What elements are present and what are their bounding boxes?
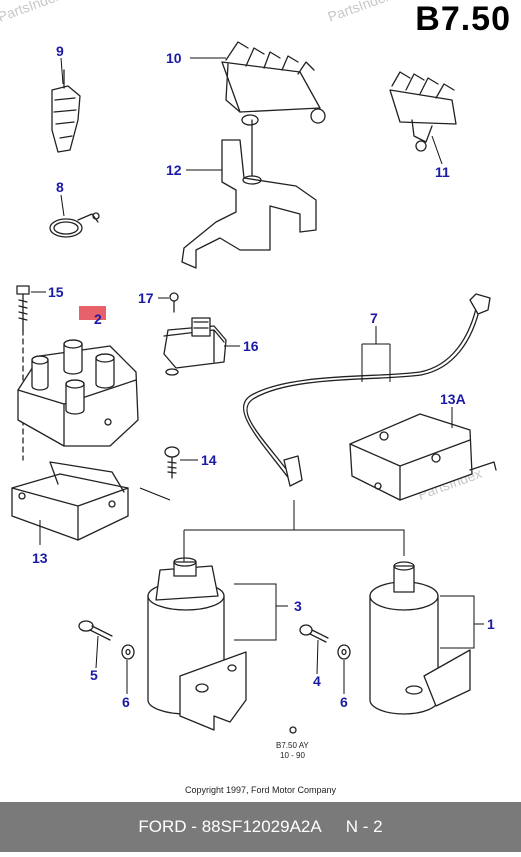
part-13a-bracket	[349, 413, 497, 501]
part-1-ignition-coil	[369, 561, 471, 715]
part-11-multiclip	[389, 71, 457, 152]
part-9-clip	[51, 69, 81, 153]
watermark: PartsIndex	[0, 0, 64, 25]
callout-8: 8	[56, 179, 64, 195]
callout-15: 15	[48, 284, 64, 300]
watermark: PartsIndex	[326, 0, 394, 25]
callout-11: 11	[435, 164, 450, 180]
callout-14: 14	[201, 452, 217, 468]
footer-bar: FORD - 88SF12029A2A N - 2	[0, 802, 521, 852]
part-4-bolt	[299, 624, 329, 643]
footer-page: N - 2	[345, 817, 383, 836]
callout-10: 10	[166, 50, 182, 66]
callout-3: 3	[294, 598, 302, 614]
part-7-ht-lead	[243, 293, 491, 487]
part-13-plate	[11, 461, 129, 541]
callout-6: 6	[122, 694, 130, 710]
footer-part-number: FORD - 88SF12029A2A	[138, 817, 322, 836]
callout-16: 16	[243, 338, 259, 354]
diagram-code: B7.50	[415, 0, 511, 38]
part-8-clamp	[49, 212, 100, 238]
callout-6-right: 6	[340, 694, 348, 710]
part-17-screw	[169, 292, 179, 313]
part-6-washer-right	[337, 644, 351, 660]
part-16-module	[163, 317, 227, 376]
callout-9: 9	[56, 43, 64, 59]
part-6-washer	[121, 644, 135, 660]
callout-13: 13	[32, 550, 48, 566]
part-14-screw	[164, 446, 180, 479]
part-3-ignition-coil	[147, 557, 247, 731]
part-15-screw	[16, 285, 30, 461]
callout-12: 12	[166, 162, 182, 178]
part-2-coil-pack	[17, 306, 139, 447]
part-10-multiclip	[221, 41, 326, 126]
callout-2: 2	[94, 311, 102, 327]
callout-13a: 13A	[440, 391, 466, 407]
callout-7: 7	[370, 310, 378, 326]
part-12-bracket	[181, 119, 317, 269]
part-5-bolt	[78, 620, 113, 641]
drawing-ref-line1: B7.50 AY	[276, 741, 309, 750]
copyright-notice: Copyright 1997, Ford Motor Company	[184, 785, 337, 795]
callout-17: 17	[138, 290, 154, 306]
callout-4: 4	[313, 673, 321, 689]
callout-highlight	[79, 306, 106, 320]
callout-1: 1	[487, 616, 495, 632]
callout-5: 5	[90, 667, 98, 683]
drawing-ref-line2: 10 - 90	[280, 751, 305, 760]
